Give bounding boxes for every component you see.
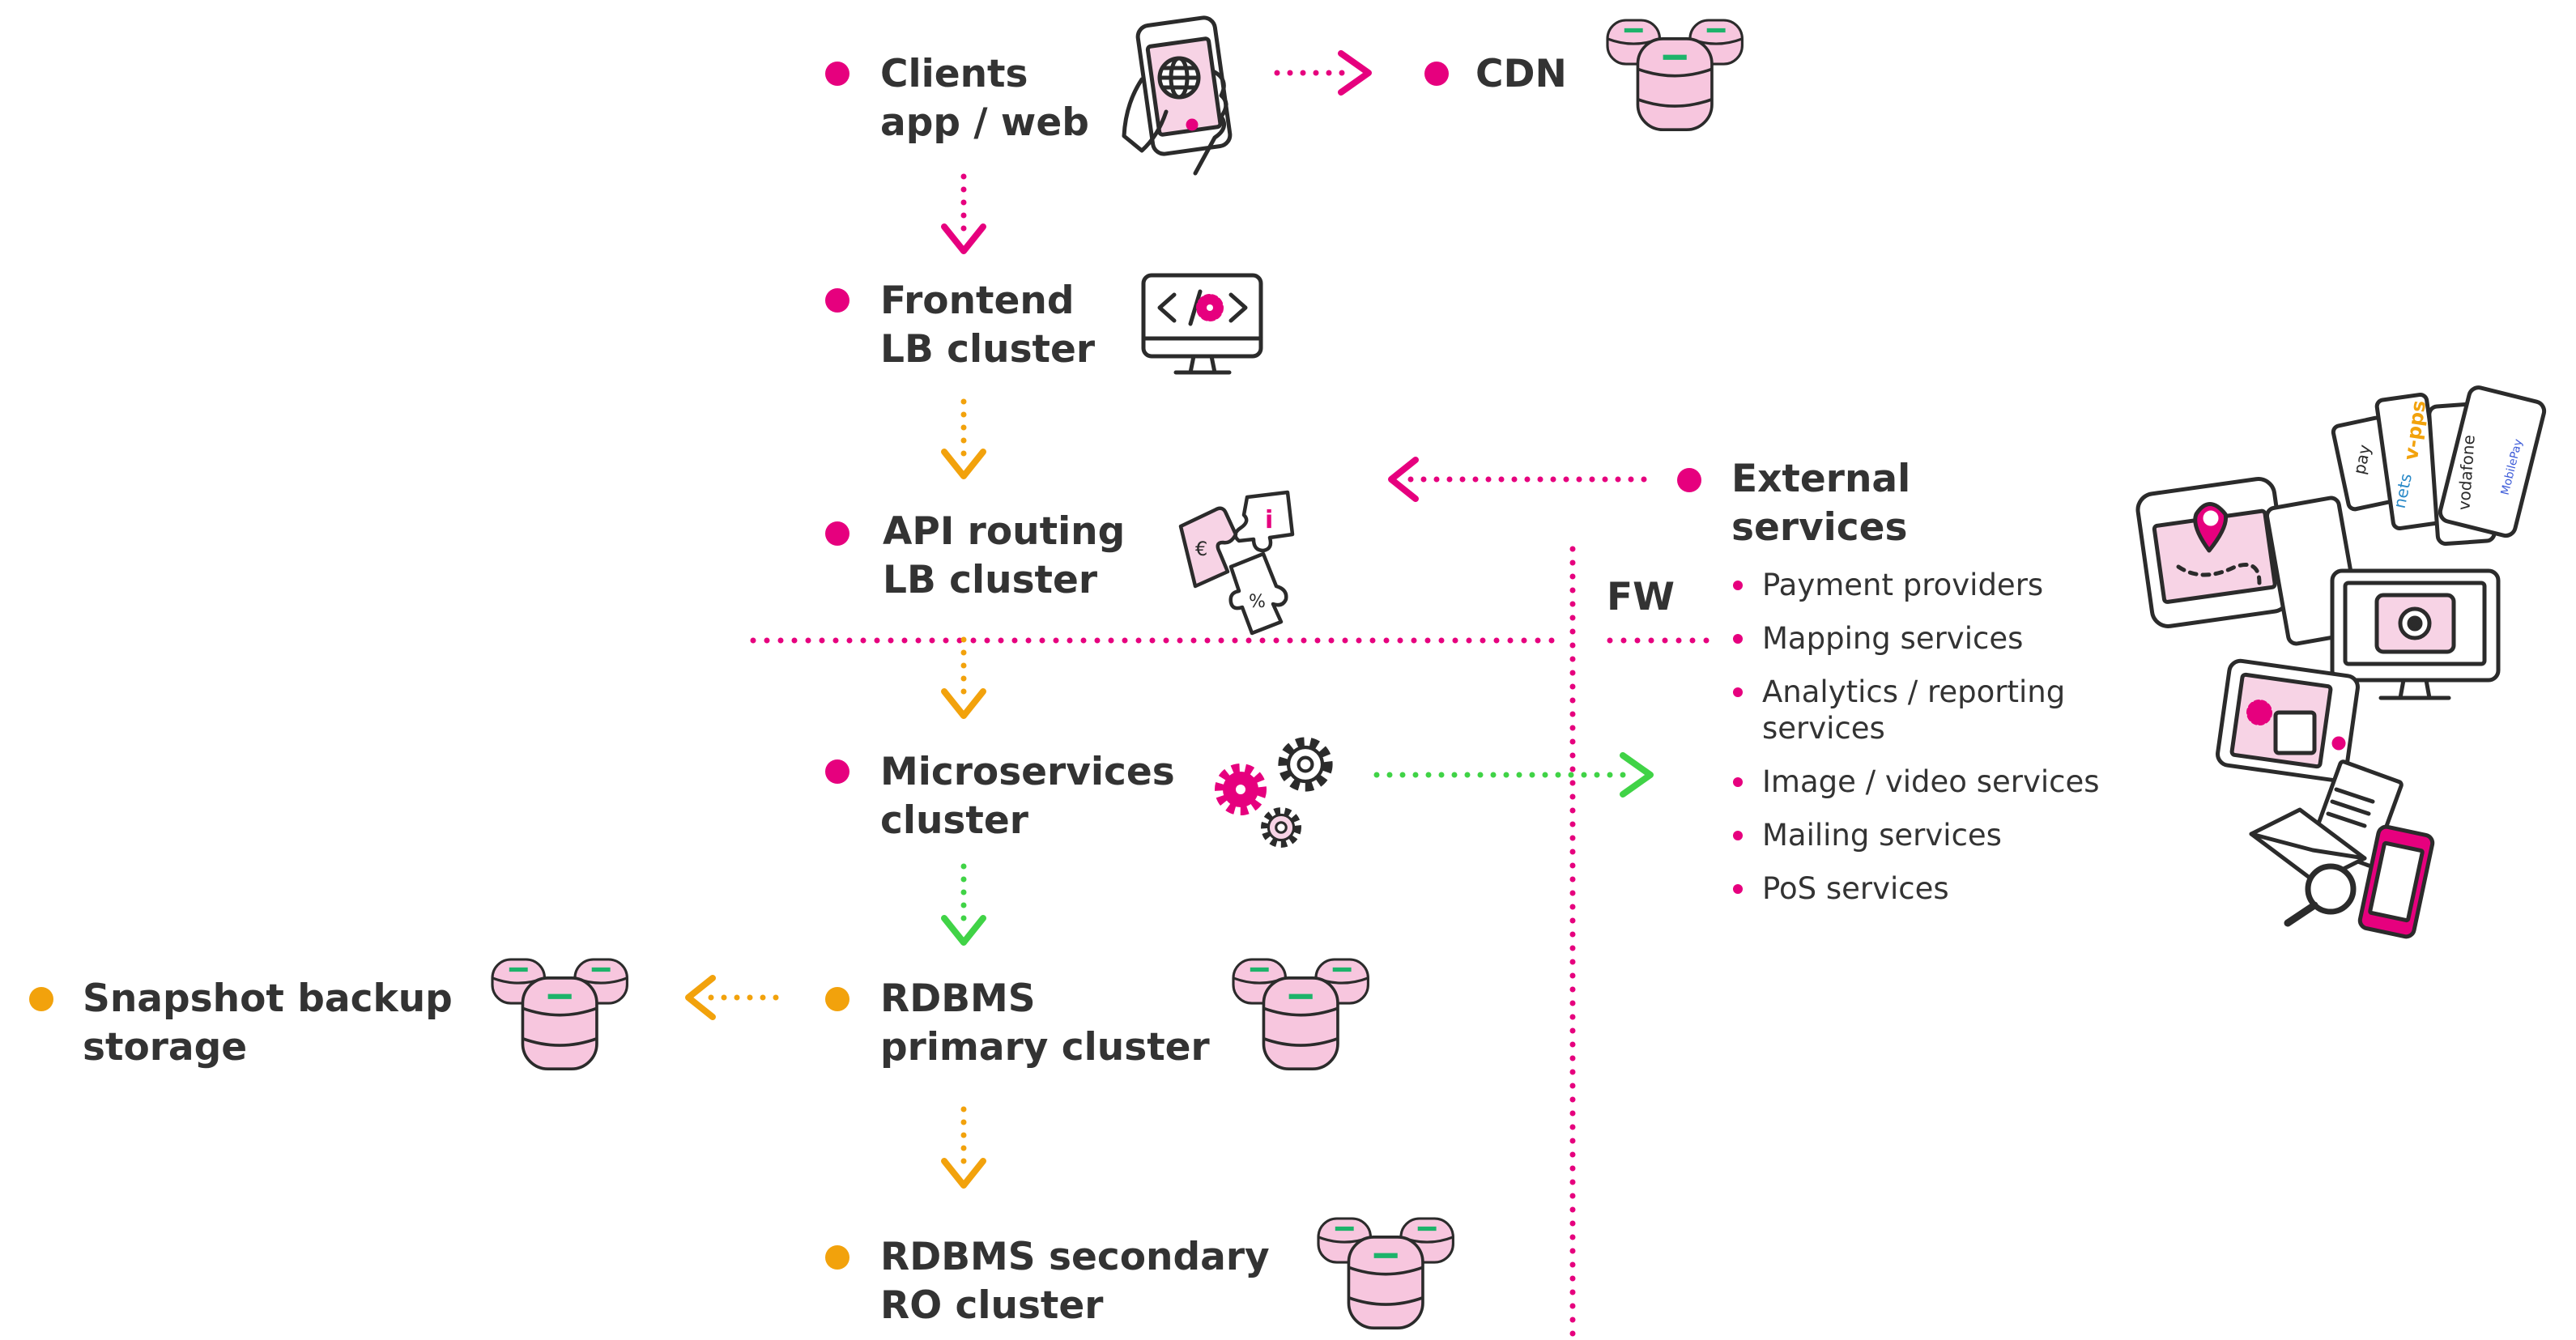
clients-label: Clients app / web <box>880 50 1089 147</box>
clients-bullet <box>825 62 849 86</box>
svg-text:€: € <box>1195 538 1207 560</box>
svg-text:%: % <box>1249 592 1266 612</box>
arrow-clients-to-frontend <box>941 173 986 254</box>
api-label-line2: LB cluster <box>883 558 1098 602</box>
rdbms-secondary-database-icon <box>1318 1219 1453 1328</box>
rdbms-primary-label-line2: primary cluster <box>880 1025 1210 1070</box>
rdbms-primary-label: RDBMS primary cluster <box>880 975 1210 1072</box>
rdbms-primary-label-line1: RDBMS <box>880 976 1036 1021</box>
external-service-text: Mailing services <box>1762 818 2002 853</box>
cdn-database-icon <box>1607 20 1742 130</box>
arrow-frontend-to-api <box>941 398 986 479</box>
cdn-bullet <box>1424 62 1449 86</box>
rdbms-secondary-label-line1: RDBMS secondary <box>880 1235 1270 1279</box>
pos-terminal-icon <box>2216 658 2360 783</box>
arrow-api-to-micro <box>941 636 986 719</box>
firewall-lines <box>750 546 1715 1339</box>
micro-bullet <box>825 759 849 784</box>
rdbms-secondary-bullet <box>825 1245 849 1270</box>
micro-label-line1: Microservices <box>880 750 1175 794</box>
camera-monitor-icon <box>2330 568 2501 700</box>
micro-label: Microservices cluster <box>880 748 1175 845</box>
cdn-label-line1: CDN <box>1475 52 1567 96</box>
rdbms-primary-bullet <box>825 987 849 1011</box>
arrow-external-to-api <box>1388 457 1647 502</box>
arrow-rdbms-to-snapshot <box>685 975 779 1020</box>
external-service-item: Mailing services <box>1733 817 2154 853</box>
external-service-item: Image / video services <box>1733 764 2154 800</box>
external-services-list: Payment providers Mapping services Analy… <box>1733 567 2154 924</box>
api-label: API routing LB cluster <box>883 508 1125 605</box>
arrow-micro-to-rdbms <box>941 863 986 946</box>
external-service-text: Mapping services <box>1762 621 2024 656</box>
frontend-bullet <box>825 288 849 313</box>
external-label: External services <box>1731 455 1910 552</box>
snapshot-bullet <box>29 987 53 1011</box>
arrow-micro-to-external <box>1373 752 1654 798</box>
frontend-label-line1: Frontend <box>880 279 1075 323</box>
external-service-item: Payment providers <box>1733 567 2154 603</box>
rdbms-secondary-label-line2: RO cluster <box>880 1283 1104 1328</box>
external-service-item: PoS services <box>1733 870 2154 907</box>
api-bullet <box>825 521 849 546</box>
micro-label-line2: cluster <box>880 798 1028 843</box>
puzzle-pieces-icon: i € % <box>1178 490 1295 636</box>
arrow-clients-to-cdn <box>1274 50 1372 96</box>
external-service-text: Analytics / reporting <box>1762 674 2066 709</box>
external-service-text: PoS services <box>1762 871 1949 906</box>
svg-text:i: i <box>1265 506 1273 534</box>
rdbms-primary-database-icon <box>1233 959 1368 1069</box>
clients-label-line2: app / web <box>880 100 1089 145</box>
rdbms-secondary-label: RDBMS secondary RO cluster <box>880 1233 1270 1330</box>
map-phone-icon <box>2135 477 2291 628</box>
devices-collage-icon: pay nets v-pps vodafone MobilePay <box>2135 385 2547 939</box>
snapshot-database-icon <box>492 959 627 1069</box>
frontend-label-line2: LB cluster <box>880 327 1096 372</box>
arrow-rdbms-to-secondary <box>941 1106 986 1189</box>
smartphone-web-icon <box>1122 15 1233 176</box>
external-service-text: Payment providers <box>1762 568 2044 602</box>
external-label-line1: External <box>1731 457 1911 501</box>
external-service-item: Mapping services <box>1733 620 2154 657</box>
snapshot-label-line2: storage <box>83 1025 248 1070</box>
external-label-line2: services <box>1731 505 1908 550</box>
firewall-label: FW <box>1607 575 1675 619</box>
external-service-text-line2: services <box>1762 711 1885 746</box>
cdn-label: CDN <box>1475 50 1567 99</box>
frontend-label: Frontend LB cluster <box>880 277 1095 374</box>
external-service-text: Image / video services <box>1762 764 2100 799</box>
monitor-code-icon <box>1141 273 1263 375</box>
snapshot-label-line1: Snapshot backup <box>83 976 453 1021</box>
payment-cards-icon: pay nets v-pps vodafone MobilePay <box>2331 385 2547 547</box>
gears-icon <box>1220 742 1327 844</box>
mail-search-icon <box>2249 759 2435 939</box>
api-label-line1: API routing <box>883 509 1126 554</box>
snapshot-label: Snapshot backup storage <box>83 975 453 1072</box>
clients-label-line1: Clients <box>880 52 1028 96</box>
external-bullet <box>1677 468 1701 492</box>
